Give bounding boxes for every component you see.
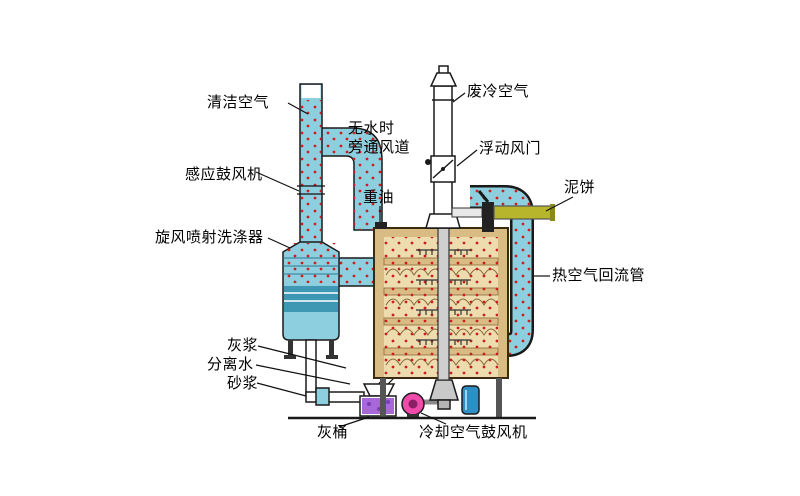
- label-induced-blower: 感应鼓风机: [185, 165, 263, 183]
- return-pipe-dots: [470, 187, 532, 355]
- clean-air-stack: [297, 83, 325, 253]
- exhaust-chimney: [425, 65, 461, 229]
- scrubber-downpipe: [305, 339, 317, 397]
- bucket-contents: [362, 398, 394, 414]
- leader-cooling-blower: [420, 412, 447, 425]
- chimney-cap: [429, 72, 458, 87]
- furnace-scrubber-duct: [335, 257, 381, 287]
- bottom-equipment: [428, 379, 480, 415]
- scrubber-foot-right: [326, 355, 338, 359]
- label-waste-cold-air: 废冷空气: [467, 82, 530, 100]
- stack-dots: [301, 100, 321, 251]
- leader-sand-slurry: [256, 382, 307, 397]
- drain-valve: [315, 387, 330, 406]
- leader-induced-blower: [255, 171, 300, 192]
- label-mud-cake: 泥饼: [564, 178, 596, 196]
- heavy-oil-nozzle: [375, 222, 387, 229]
- label-ash-slurry: 灰浆: [227, 336, 259, 354]
- leader-clean-air: [287, 102, 309, 115]
- rabble-arm: [416, 279, 471, 285]
- feed-elbow: [482, 202, 494, 232]
- label-cooling-blower: 冷却空气鼓风机: [419, 423, 528, 441]
- scrubber-foot-left: [284, 355, 296, 359]
- drain-elbow-pipe: [305, 391, 365, 403]
- furnace-leg-left: [380, 378, 386, 418]
- hot-air-return-pipe: [470, 185, 534, 357]
- rabble-arm: [416, 339, 471, 345]
- feed-link: [451, 207, 483, 218]
- mud-cake-feed: [451, 190, 555, 232]
- label-floating-damper: 浮动风门: [479, 139, 542, 157]
- damper-weight: [425, 159, 431, 165]
- multi-hearth-furnace: [373, 227, 509, 418]
- label-clean-air: 清洁空气: [207, 93, 270, 111]
- leader-waste-cold-air: [452, 92, 466, 103]
- leader-floating-damper: [456, 149, 478, 167]
- damper-pivot: [441, 167, 445, 171]
- scrubber-dots: [285, 243, 337, 283]
- mud-pipe: [493, 205, 553, 220]
- blower-mount: [407, 414, 419, 418]
- scrubber-liquid-lines: [284, 292, 338, 302]
- label-ash-bucket: 灰桶: [317, 423, 349, 441]
- shaft-cone: [428, 379, 460, 401]
- scrubber-leg-left: [288, 340, 293, 356]
- feed-handle: [477, 190, 490, 203]
- ash-funnel: [362, 383, 396, 397]
- bucket-texture-dot: [367, 402, 371, 406]
- rabble-arm: [416, 249, 471, 255]
- bypass-duct-dots: [320, 128, 382, 230]
- label-sand-slurry: 砂浆: [227, 374, 259, 392]
- mud-pipe-endcap: [550, 204, 555, 221]
- furnace-leg-right: [496, 378, 502, 418]
- leader-cyclone-scrubber: [267, 237, 291, 249]
- label-bypass-duct: 无水时 旁通风道: [348, 119, 411, 156]
- bucket-texture-dot: [386, 400, 390, 404]
- shaft-cone-stub: [437, 399, 451, 410]
- cyclone-scrubber: [282, 241, 340, 397]
- connecting-duct-dots: [337, 259, 379, 285]
- leader-lines: [255, 92, 574, 428]
- rabble-arms: [416, 249, 471, 345]
- scrubber-liquid-band: [284, 286, 338, 312]
- bypass-duct: [319, 127, 383, 231]
- label-heavy-oil: 重油: [363, 188, 395, 206]
- stack-top-opening: [301, 85, 321, 98]
- leader-ash-slurry: [257, 345, 347, 369]
- leader-separated-water: [255, 364, 351, 385]
- blue-tank: [461, 385, 480, 415]
- center-shaft: [437, 227, 450, 381]
- cooling-air-blower: [401, 392, 438, 418]
- label-separated-water: 分离水: [207, 355, 254, 373]
- leader-ash-bucket: [338, 416, 370, 428]
- furnace-wall-left: [375, 229, 384, 377]
- leader-mud-cake: [545, 196, 574, 212]
- label-hot-air-return: 热空气回流管: [552, 266, 646, 284]
- induced-blower-flanges: [297, 185, 325, 195]
- label-cyclone-scrubber: 旋风喷射洗涤器: [155, 228, 264, 246]
- furnace-wall-right: [498, 229, 507, 377]
- scrubber-leg-right: [329, 340, 334, 356]
- blower-hub: [408, 399, 418, 409]
- rabble-arm: [416, 309, 471, 315]
- ash-bucket: [359, 395, 397, 417]
